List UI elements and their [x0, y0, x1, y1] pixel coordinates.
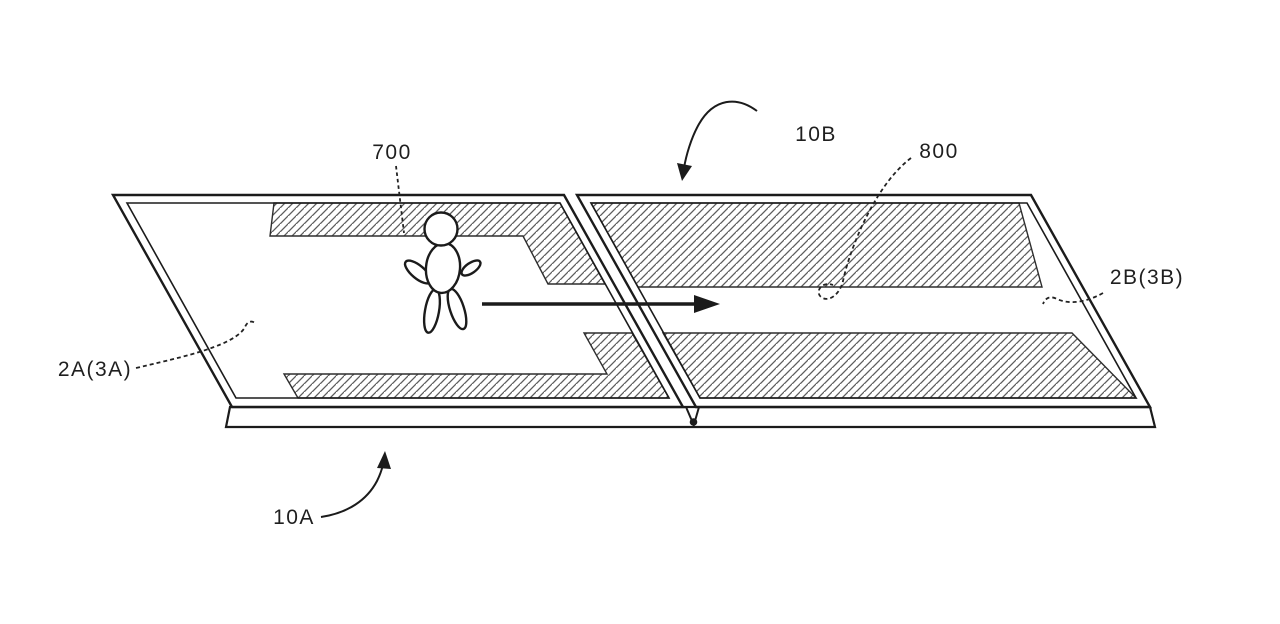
person-right-arm [460, 259, 482, 277]
reference-arrow-10a [320, 451, 391, 518]
ref-label-700: 700 [372, 141, 412, 164]
person-figure [403, 211, 482, 334]
ref-label-10b: 10B [795, 123, 837, 146]
panel-10b-top-hatch-region [589, 202, 1043, 288]
panel-10a-inner-frame [125, 202, 671, 399]
ref-label-10a: 10A [273, 506, 315, 529]
hinge-seam-mark [685, 406, 700, 429]
person-head [423, 211, 459, 247]
ref-label-2a3a: 2A(3A) [57, 358, 133, 381]
panel-10b-inner-frame [589, 202, 1138, 399]
leader-line-2a3a [135, 320, 256, 369]
leader-line-2b3b [1042, 292, 1104, 305]
leader-line-700 [395, 165, 405, 234]
leader-line-800 [817, 157, 912, 300]
reference-arrow-10b [677, 100, 758, 181]
ref-label-2b3b: 2B(3B) [1109, 266, 1185, 289]
ref-label-800: 800 [919, 140, 959, 163]
motion-arrow [482, 295, 720, 313]
panel-10b-bottom-hatch-region [661, 332, 1138, 399]
